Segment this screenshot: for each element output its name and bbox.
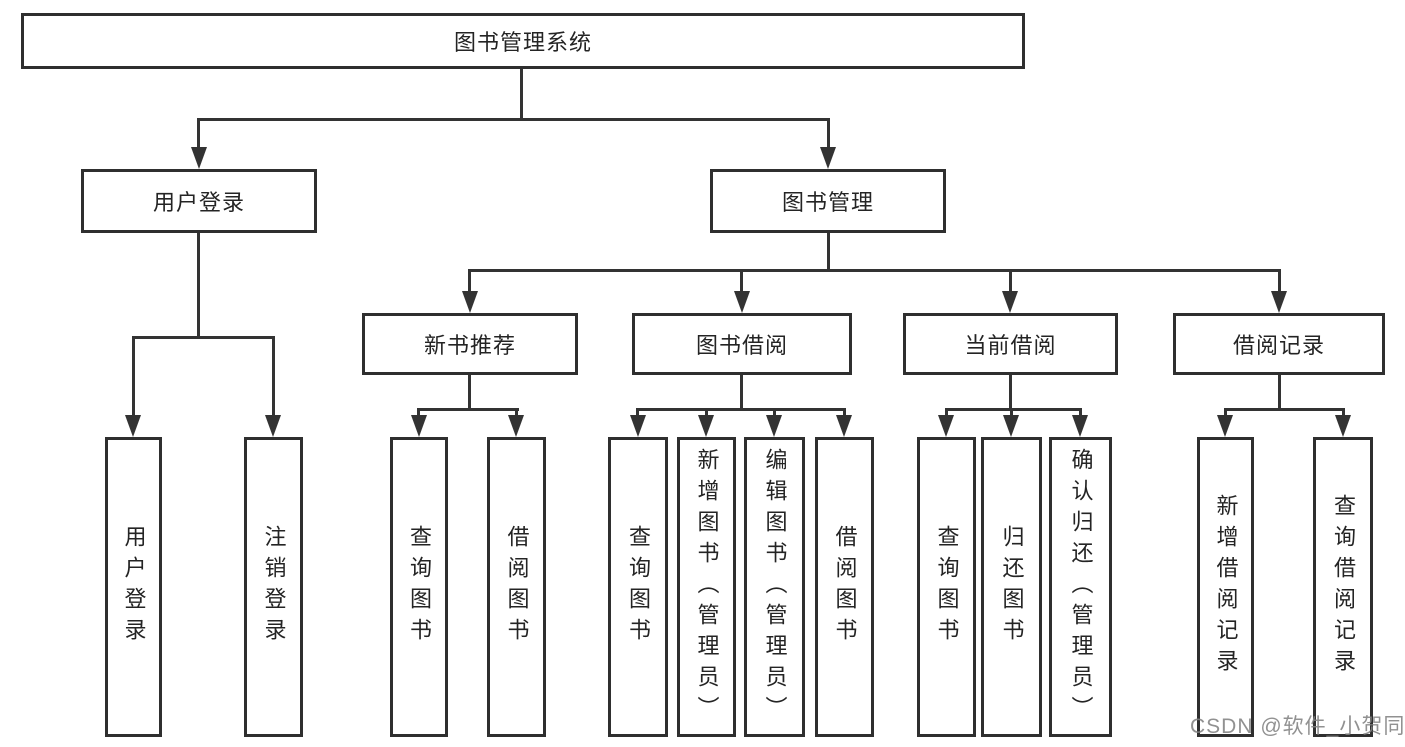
connector-newbookrec-bar [417, 408, 519, 411]
leaf-newbook-query: 查询图书 [390, 437, 448, 737]
arrowhead-down-icon [125, 415, 141, 437]
arrowhead-down-icon [191, 147, 207, 169]
connector-stem [1010, 408, 1013, 418]
connector-stem [705, 408, 708, 418]
connector-stem [843, 408, 846, 418]
arrowhead-down-icon [1002, 291, 1018, 313]
node-current-borrow-label: 当前借阅 [964, 333, 1057, 358]
connector-l2-stem-right [827, 118, 830, 150]
node-root: 图书管理系统 [21, 13, 1025, 69]
leaf-user-login-label: 用户登录 [121, 525, 147, 649]
leaf-record-query-label: 查询借阅记录 [1331, 494, 1356, 680]
leaf-logout-label: 注销登录 [261, 525, 287, 649]
node-book-mgmt-label: 图书管理 [781, 190, 874, 215]
leaf-borrow-edit-label: 编辑图书（管理员） [762, 447, 788, 727]
leaf-current-query-label: 查询图书 [934, 525, 960, 649]
node-root-label: 图书管理系统 [453, 30, 592, 55]
leaf-current-return: 归还图书 [981, 437, 1042, 737]
arrowhead-down-icon [1271, 291, 1287, 313]
connector-l3-stem-2 [740, 269, 743, 293]
arrowhead-down-icon [1217, 415, 1233, 437]
leaf-current-return-label: 归还图书 [999, 525, 1025, 649]
connector-stem [773, 408, 776, 418]
node-book-borrow: 图书借阅 [632, 313, 852, 375]
leaf-user-login: 用户登录 [105, 437, 162, 737]
connector-currentborrow-bar [945, 408, 1082, 411]
connector-bookmgmt-drop [827, 233, 830, 271]
leaf-record-query: 查询借阅记录 [1313, 437, 1373, 737]
arrowhead-down-icon [411, 415, 427, 437]
connector-stem [1224, 408, 1227, 418]
node-user-login-label: 用户登录 [152, 190, 245, 215]
node-borrow-record: 借阅记录 [1173, 313, 1385, 375]
connector-l3-stem-1 [468, 269, 471, 293]
leaf-borrow-borrow-label: 借阅图书 [832, 525, 858, 649]
arrowhead-down-icon [1335, 415, 1351, 437]
connector-userlogin-bar [132, 336, 275, 339]
connector-borrowrecord-drop [1278, 375, 1281, 411]
connector-userlogin-stem-2 [272, 336, 275, 416]
leaf-borrow-add: 新增图书（管理员） [677, 437, 736, 737]
node-book-borrow-label: 图书借阅 [695, 333, 788, 358]
connector-currentborrow-drop [1009, 375, 1012, 411]
leaf-newbook-borrow-label: 借阅图书 [504, 525, 530, 649]
connector-stem [1079, 408, 1082, 418]
arrowhead-down-icon [1003, 415, 1019, 437]
connector-root-drop [520, 69, 523, 118]
connector-newbookrec-drop [468, 375, 471, 411]
leaf-borrow-borrow: 借阅图书 [815, 437, 874, 737]
connector-bookborrow-drop [740, 375, 743, 411]
leaf-logout: 注销登录 [244, 437, 303, 737]
node-new-book-rec: 新书推荐 [362, 313, 578, 375]
arrowhead-down-icon [462, 291, 478, 313]
leaf-newbook-borrow: 借阅图书 [487, 437, 546, 737]
node-user-login: 用户登录 [81, 169, 317, 233]
arrowhead-down-icon [630, 415, 646, 437]
leaf-record-add: 新增借阅记录 [1197, 437, 1254, 737]
arrowhead-down-icon [734, 291, 750, 313]
arrowhead-down-icon [836, 415, 852, 437]
connector-userlogin-stem-1 [132, 336, 135, 416]
connector-l3-bar [468, 269, 1281, 272]
watermark-text: CSDN @软件_小贺同学 [1190, 715, 1405, 738]
connector-l3-stem-3 [1009, 269, 1012, 293]
leaf-current-confirm: 确认归还（管理员） [1049, 437, 1112, 737]
connector-l3-stem-4 [1278, 269, 1281, 293]
arrowhead-down-icon [508, 415, 524, 437]
leaf-borrow-add-label: 新增图书（管理员） [694, 447, 720, 727]
connector-bookborrow-bar [636, 408, 846, 411]
leaf-borrow-query: 查询图书 [608, 437, 668, 737]
node-current-borrow: 当前借阅 [903, 313, 1118, 375]
node-book-mgmt: 图书管理 [710, 169, 946, 233]
leaf-record-add-label: 新增借阅记录 [1213, 494, 1239, 680]
connector-stem [636, 408, 639, 418]
connector-stem [945, 408, 948, 418]
connector-userlogin-drop [197, 233, 200, 339]
connector-borrowrecord-bar [1224, 408, 1345, 411]
leaf-borrow-query-label: 查询图书 [626, 525, 651, 649]
node-borrow-record-label: 借阅记录 [1232, 333, 1325, 358]
arrowhead-down-icon [265, 415, 281, 437]
arrowhead-down-icon [698, 415, 714, 437]
connector-stem [515, 408, 518, 418]
connector-stem [417, 408, 420, 418]
connector-stem [1342, 408, 1345, 418]
node-new-book-rec-label: 新书推荐 [423, 333, 516, 358]
connector-l2-bar [198, 118, 830, 121]
arrowhead-down-icon [820, 147, 836, 169]
arrowhead-down-icon [1072, 415, 1088, 437]
leaf-newbook-query-label: 查询图书 [407, 525, 432, 649]
arrowhead-down-icon [766, 415, 782, 437]
leaf-current-confirm-label: 确认归还（管理员） [1068, 447, 1094, 727]
leaf-current-query: 查询图书 [917, 437, 976, 737]
arrowhead-down-icon [938, 415, 954, 437]
connector-l2-stem-left [197, 118, 200, 150]
leaf-borrow-edit: 编辑图书（管理员） [744, 437, 805, 737]
